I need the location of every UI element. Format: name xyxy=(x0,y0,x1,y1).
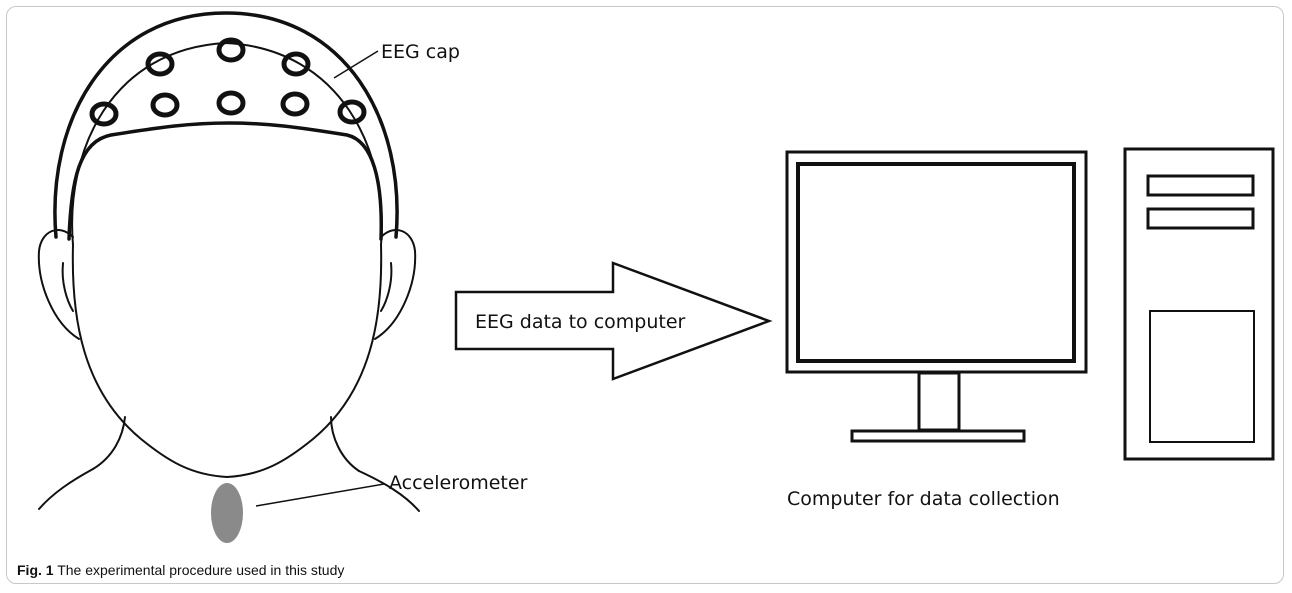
electrode xyxy=(216,37,246,63)
electrode xyxy=(281,51,311,77)
pc-drive-bay xyxy=(1146,174,1255,197)
accelerometer-sensor xyxy=(211,483,243,543)
shoulder-left xyxy=(38,468,94,510)
figure-illustration: EEG cap Accelerometer EEG data to comput… xyxy=(37,11,1275,543)
monitor-outer xyxy=(785,150,1088,374)
electrode xyxy=(280,91,310,117)
left-ear-inner xyxy=(61,262,74,312)
pc-tower-case xyxy=(1123,147,1275,461)
neck-right xyxy=(330,416,360,472)
pc-front-panel xyxy=(1149,310,1255,443)
shoulder-right xyxy=(358,470,420,512)
electrode xyxy=(216,90,246,116)
eeg-cap-inner xyxy=(67,121,383,241)
eeg-cap-outer xyxy=(53,11,399,239)
monitor-screen xyxy=(796,162,1076,363)
electrode xyxy=(145,51,175,77)
figure-frame: EEG cap Accelerometer EEG data to comput… xyxy=(6,6,1284,584)
accelerometer-label: Accelerometer xyxy=(389,472,528,494)
eeg-cap-label: EEG cap xyxy=(381,41,460,63)
arrow-right-icon xyxy=(454,261,773,381)
eeg-cap-leader xyxy=(333,50,379,79)
monitor-stand-base xyxy=(850,429,1026,443)
neck-left xyxy=(92,416,126,470)
electrode xyxy=(89,101,119,127)
caption-text: The experimental procedure used in this … xyxy=(57,562,345,578)
electrode xyxy=(150,92,180,118)
right-ear-inner xyxy=(380,262,393,312)
left-ear xyxy=(37,229,80,340)
accelerometer-leader xyxy=(255,483,385,507)
pc-drive-bay xyxy=(1146,207,1255,230)
figure-number: Fig. 1 xyxy=(17,562,54,578)
head-outline xyxy=(71,42,383,478)
arrow-label: EEG data to computer xyxy=(475,311,686,333)
monitor-stand-neck xyxy=(917,371,961,432)
electrode xyxy=(337,99,367,125)
figure-caption: Fig. 1 The experimental procedure used i… xyxy=(17,562,344,578)
computer-label: Computer for data collection xyxy=(787,488,1060,510)
